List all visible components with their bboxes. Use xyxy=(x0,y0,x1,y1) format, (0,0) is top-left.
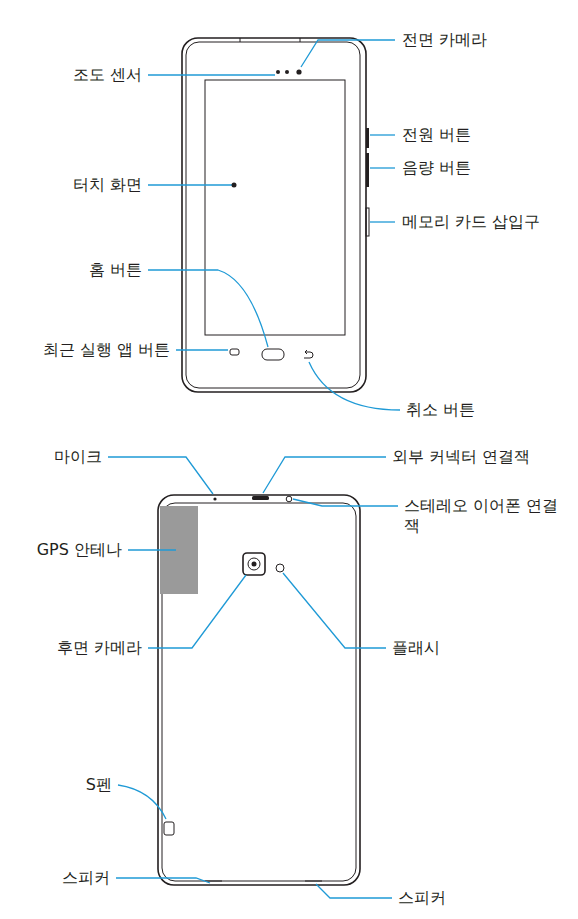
part-label: 플래시 xyxy=(392,638,440,658)
part-label: 음량 버튼 xyxy=(402,158,471,178)
part-label: 후면 카메라 xyxy=(57,638,142,658)
flash xyxy=(276,564,284,572)
speaker xyxy=(305,881,322,882)
leader-line xyxy=(301,40,395,67)
front-bezel xyxy=(186,42,360,388)
part-label: GPS 안테나 xyxy=(37,540,122,560)
leader-line xyxy=(148,184,232,185)
leader-line xyxy=(309,362,400,410)
back-icon xyxy=(304,350,313,358)
part-label: 외부 커넥터 연결잭 xyxy=(392,447,530,467)
leader-line xyxy=(176,349,228,350)
front-camera xyxy=(296,69,301,74)
leader-line xyxy=(118,785,166,819)
volume-button xyxy=(366,153,369,187)
part-label: 터치 화면 xyxy=(73,175,142,195)
back-body xyxy=(158,495,360,885)
leader-line xyxy=(370,167,395,168)
part-label: 조도 센서 xyxy=(73,65,142,85)
part-label: 스테레오 이어폰 연결잭 xyxy=(404,496,564,536)
leader-line xyxy=(370,134,395,135)
external-connector xyxy=(252,496,269,500)
leader-line xyxy=(128,549,176,550)
leader-line xyxy=(116,878,210,883)
earphone-jack xyxy=(286,496,292,502)
touch-screen-outline xyxy=(205,80,345,335)
front-leaders xyxy=(148,40,400,410)
top-mark xyxy=(300,38,301,42)
part-label: 취소 버튼 xyxy=(406,400,475,420)
leader-dot xyxy=(232,183,237,188)
leader-line xyxy=(370,221,395,222)
part-label: 메모리 카드 삽입구 xyxy=(402,212,540,232)
part-label: 전원 버튼 xyxy=(402,125,471,145)
rear-camera-lens xyxy=(252,562,257,567)
speaker xyxy=(205,881,222,882)
leader-line xyxy=(148,575,246,648)
home-button xyxy=(262,349,284,360)
top-mark xyxy=(240,38,241,42)
sensor-dot xyxy=(285,70,289,74)
leader-line xyxy=(283,573,386,648)
part-label: 스피커 xyxy=(398,888,446,908)
leader-line xyxy=(108,457,213,494)
recent-apps-icon xyxy=(230,349,239,355)
rear-camera xyxy=(243,553,265,575)
rear-camera-lens xyxy=(248,558,260,570)
part-label: 스피커 xyxy=(62,868,110,888)
part-label: 전면 카메라 xyxy=(402,30,487,50)
part-label: S펜 xyxy=(86,775,112,795)
microphone xyxy=(213,497,216,500)
s-pen xyxy=(164,822,174,835)
front-view xyxy=(182,38,369,392)
back-view xyxy=(158,495,360,885)
memory-card-slot xyxy=(366,208,369,236)
leader-line xyxy=(148,74,275,75)
back-leaders xyxy=(108,457,398,898)
front-body xyxy=(182,38,366,392)
power-button xyxy=(366,128,369,148)
part-label: 최근 실행 앱 버튼 xyxy=(43,340,170,360)
part-label: 마이크 xyxy=(54,447,102,467)
leader-line xyxy=(263,457,386,493)
part-label: 홈 버튼 xyxy=(89,260,142,280)
light-sensor xyxy=(276,70,280,74)
leader-line xyxy=(148,270,268,347)
leader-line xyxy=(293,499,398,506)
leader-line xyxy=(316,884,392,898)
